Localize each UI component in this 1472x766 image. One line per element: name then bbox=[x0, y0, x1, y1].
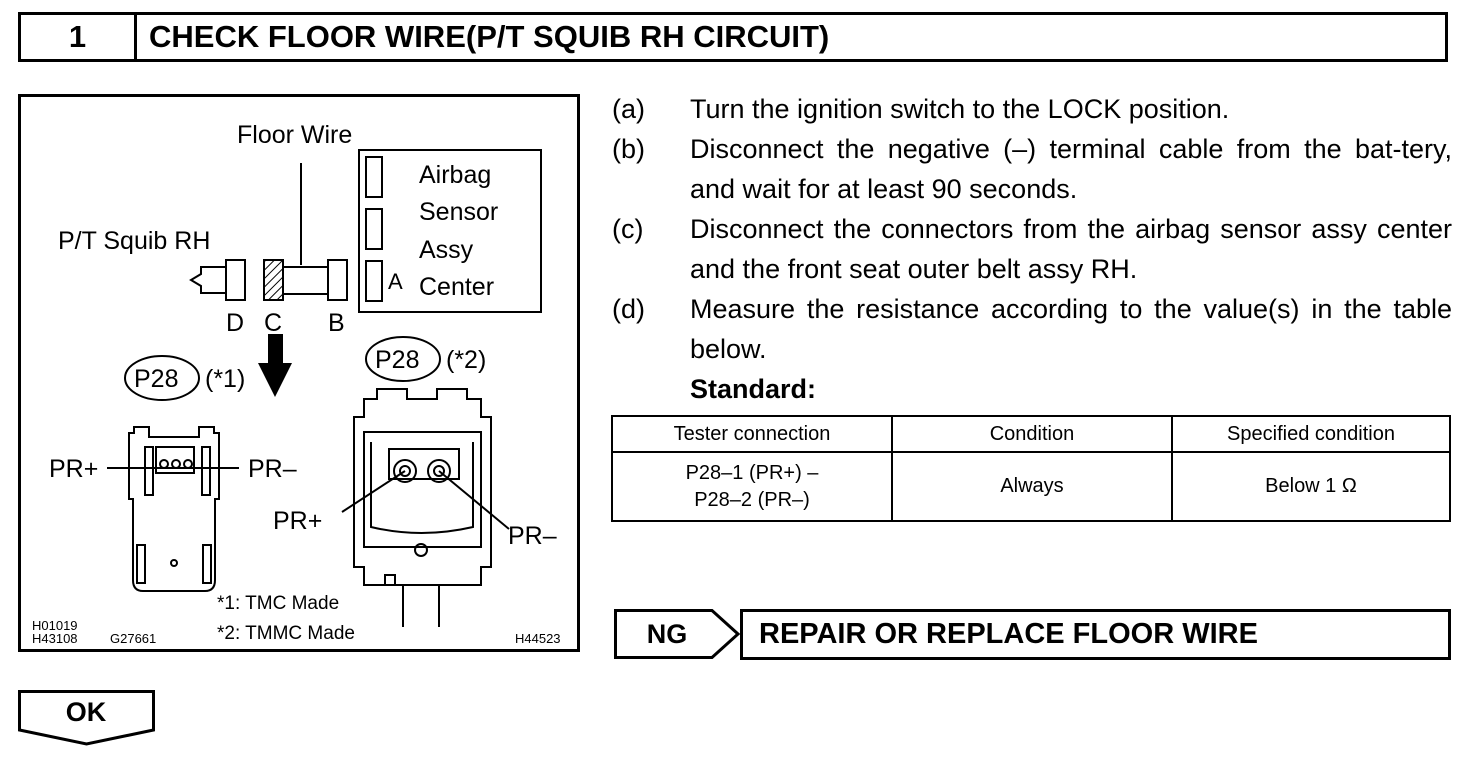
step-c-text: Disconnect the connectors from the airba… bbox=[690, 214, 1452, 284]
ng-arrow-shape bbox=[614, 609, 740, 659]
note-tmmc: *2: TMMC Made bbox=[217, 623, 355, 644]
cell-specified-condition: Below 1 Ω bbox=[1171, 451, 1451, 522]
ok-arrow-shape bbox=[18, 690, 155, 746]
connection-line-2: P28–2 (PR–) bbox=[694, 488, 810, 511]
step-a-text: Turn the ignition switch to the LOCK pos… bbox=[690, 94, 1230, 124]
step-title: CHECK FLOOR WIRE(P/T SQUIB RH CIRCUIT) bbox=[149, 19, 830, 54]
diagram-drawing bbox=[107, 149, 542, 627]
step-b-text: Disconnect the negative (–) terminal cab… bbox=[690, 134, 1452, 204]
connector-c-label: C bbox=[264, 309, 283, 337]
p28-left-label: P28 bbox=[134, 365, 179, 393]
connection-line-1: P28–1 (PR+) – bbox=[685, 461, 819, 484]
col-condition: Condition bbox=[891, 415, 1173, 453]
repair-instruction-box: REPAIR OR REPLACE FLOOR WIRE bbox=[740, 609, 1451, 660]
figure-code-4: H44523 bbox=[515, 631, 561, 646]
cell-condition: Always bbox=[891, 451, 1173, 522]
col-specified-condition: Specified condition bbox=[1171, 415, 1451, 453]
connector-b bbox=[327, 259, 348, 301]
pr-minus-right: PR– bbox=[508, 522, 557, 550]
p28-ellipse-right bbox=[365, 336, 441, 382]
connector-d bbox=[225, 259, 246, 301]
cell-tester-connection: P28–1 (PR+) – P28–2 (PR–) bbox=[611, 451, 893, 522]
ok-result-arrow[interactable]: OK bbox=[18, 690, 156, 746]
table-header-row: Tester connection Condition Specified co… bbox=[611, 415, 1451, 453]
airbag-label-2: Sensor bbox=[419, 198, 499, 226]
pr-plus-right: PR+ bbox=[273, 507, 323, 535]
step-a-letter: (a) bbox=[612, 94, 645, 124]
col-tester-connection: Tester connection bbox=[611, 415, 893, 453]
p28-right-label: P28 bbox=[375, 346, 420, 374]
step-c-letter: (c) bbox=[612, 214, 644, 244]
ng-label: NG bbox=[646, 618, 688, 649]
down-arrow-icon bbox=[258, 334, 292, 397]
airbag-sensor-box bbox=[358, 149, 542, 313]
connector-right-body bbox=[353, 388, 492, 586]
step-b-letter: (b) bbox=[612, 134, 645, 164]
figure-code-2: H43108 bbox=[32, 631, 78, 646]
connector-left-body bbox=[128, 426, 220, 592]
p28-right-note: (*2) bbox=[446, 346, 487, 374]
connector-a-label: A bbox=[388, 269, 403, 294]
figure-code-1: H01019 bbox=[32, 618, 78, 633]
pr-minus-left: PR– bbox=[248, 455, 297, 483]
step-d-letter: (d) bbox=[612, 294, 645, 324]
step-header: 1 CHECK FLOOR WIRE(P/T SQUIB RH CIRCUIT) bbox=[18, 12, 1448, 62]
connector-b-label: B bbox=[328, 309, 345, 337]
connector-c bbox=[263, 259, 284, 301]
resistance-table: Tester connection Condition Specified co… bbox=[611, 415, 1451, 522]
ok-label: OK bbox=[65, 696, 107, 727]
figure-code-3: G27661 bbox=[110, 631, 157, 646]
ng-result-arrow[interactable]: NG bbox=[614, 609, 740, 659]
airbag-label-4: Center bbox=[419, 273, 495, 301]
p28-ellipse-left bbox=[124, 355, 200, 401]
airbag-label-3: Assy bbox=[419, 236, 474, 264]
note-tmc: *1: TMC Made bbox=[217, 593, 340, 614]
airbag-label-1: Airbag bbox=[419, 161, 492, 189]
pt-squib-label: P/T Squib RH bbox=[58, 227, 211, 255]
connector-diagram: Floor Wire Airbag Sensor Assy Center A P… bbox=[18, 94, 580, 652]
table-row: P28–1 (PR+) – P28–2 (PR–) Always Below 1… bbox=[611, 451, 1451, 522]
connector-d-label: D bbox=[226, 309, 245, 337]
standard-label: Standard: bbox=[690, 374, 817, 404]
pr-plus-left: PR+ bbox=[49, 455, 99, 483]
p28-left-note: (*1) bbox=[205, 365, 246, 393]
step-d-text: Measure the resistance according to the … bbox=[690, 294, 1452, 364]
step-number: 1 bbox=[21, 15, 137, 59]
floor-wire-label: Floor Wire bbox=[237, 121, 353, 149]
